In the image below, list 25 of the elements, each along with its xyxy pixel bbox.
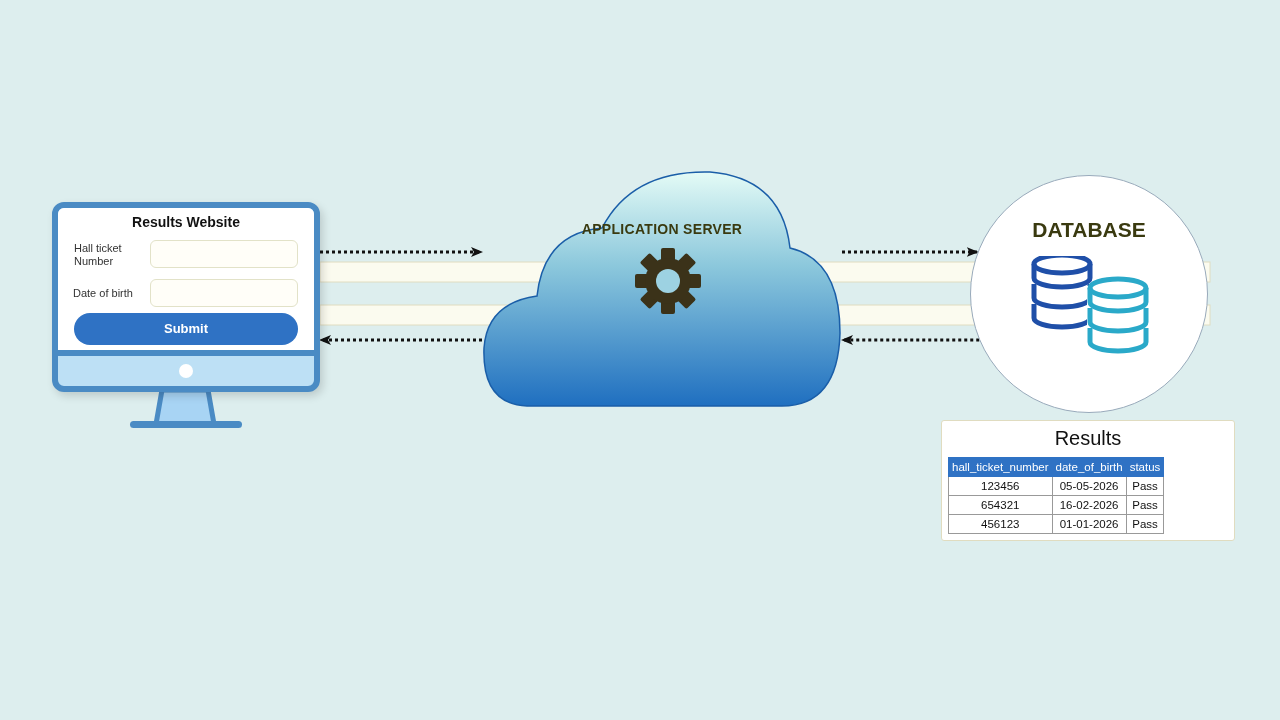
column-header: status [1126,457,1164,477]
form-title: Results Website [131,214,241,230]
node-title: DATABASE [1031,218,1147,242]
table-cell: 123456 [948,476,1053,496]
column-header: hall_ticket_number [948,457,1053,477]
dotted-arrow [320,247,483,257]
field-label: Hall ticket Number [74,242,123,268]
table-cell: Pass [1126,476,1164,496]
field-label: Date of birth [73,287,133,300]
dotted-arrow [319,335,482,345]
submit-button: Submit [74,313,298,345]
table-cell: 456123 [948,514,1053,534]
table-cell: Pass [1126,495,1164,515]
table-cell: 01-01-2026 [1052,514,1127,534]
table-cell: 16-02-2026 [1052,495,1127,515]
table-title: Results [1053,427,1123,450]
table-card [941,420,1235,541]
dotted-arrow [842,247,979,257]
node-title: APPLICATION SERVER [580,221,744,237]
monitor-screen [52,202,320,392]
table-cell: 654321 [948,495,1053,515]
table-cell: Pass [1126,514,1164,534]
table-cell: 05-05-2026 [1052,476,1127,496]
column-header: date_of_birth [1052,457,1127,477]
dotted-arrow [841,335,980,345]
